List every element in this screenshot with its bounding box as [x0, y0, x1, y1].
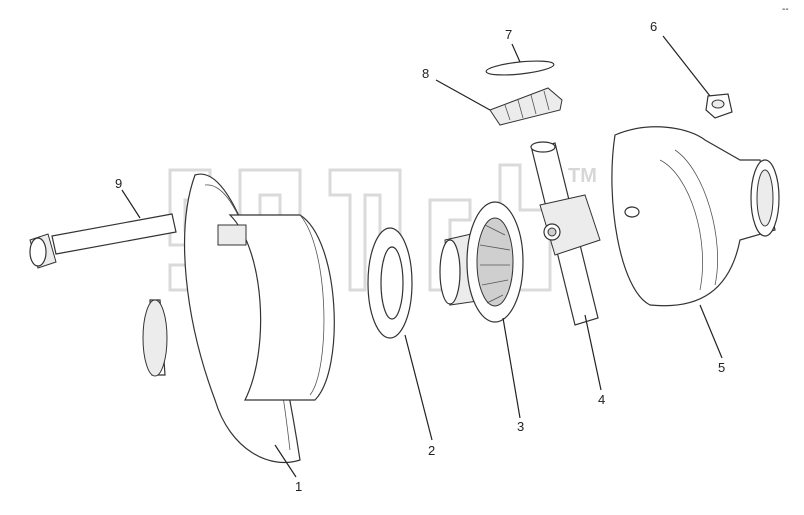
- part-2-washer: [367, 227, 413, 339]
- leader-lines: [121, 35, 723, 478]
- callout-9: 9: [115, 176, 122, 191]
- part-4-cross: [530, 141, 601, 326]
- callout-1: 1: [295, 479, 302, 494]
- callout-3: 3: [517, 419, 524, 434]
- callout-6: 6: [650, 19, 657, 34]
- callout-2: 2: [428, 443, 435, 458]
- part-3-side-gear: [439, 201, 524, 323]
- callout-8: 8: [422, 66, 429, 81]
- part-1-housing: [142, 173, 335, 464]
- part-8-pinion: [489, 87, 563, 126]
- callout-5: 5: [718, 360, 725, 375]
- corner-mark: --: [782, 4, 789, 15]
- part-5-housing: [611, 126, 780, 307]
- callout-4: 4: [598, 392, 605, 407]
- part-9-bolt: [29, 213, 177, 269]
- callout-7: 7: [505, 27, 512, 42]
- part-6-nut: [705, 93, 733, 119]
- watermark-tm: TM: [568, 165, 597, 187]
